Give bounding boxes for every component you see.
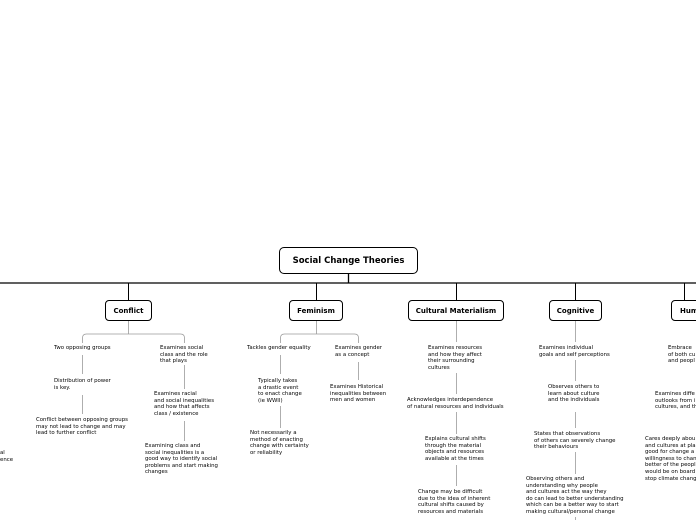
note-examines-social-class[interactable]: Examines social class and the role that … [160,345,208,365]
note-observations-change[interactable]: States that observations of others can s… [534,431,616,451]
note-historical-inequalities[interactable]: Examines Historical inequalities between… [330,384,387,404]
note-not-necessarily-reliable[interactable]: Not necessarily a method of enacting cha… [250,430,309,456]
note-humanistic-embrace[interactable]: Embrace of both cu and peopl [668,345,696,365]
topic-humanistic-partial[interactable]: Hum [671,300,696,321]
note-conflict-further-conflict[interactable]: Conflict between opposing groups may not… [36,417,128,437]
topic-cultural-materialism[interactable]: Cultural Materialism [408,300,504,321]
root-topic-social-change-theories[interactable]: Social Change Theories [279,247,418,274]
clipped-note-left[interactable]: al ence [0,450,14,463]
note-cultural-shifts[interactable]: Explains cultural shifts through the mat… [425,436,486,462]
topic-cognitive[interactable]: Cognitive [549,300,602,321]
note-observing-others-understanding[interactable]: Observing others and understanding why p… [526,476,624,515]
note-two-opposing-groups[interactable]: Two opposing groups [54,345,111,351]
note-examines-resources[interactable]: Examines resources and how they affect t… [428,345,483,371]
note-gender-as-concept[interactable]: Examines gender as a concept [335,345,383,358]
note-drastic-event[interactable]: Typically takes a drastic event to enact… [258,378,302,404]
note-change-difficult[interactable]: Change may be difficult due to the idea … [418,489,491,515]
note-observes-others[interactable]: Observes others to learn about culture a… [548,384,600,404]
note-interdependence[interactable]: Acknowledges interdependence of natural … [407,397,504,410]
note-tackles-gender-equality[interactable]: Tackles gender equality [247,345,311,351]
note-racial-social-inequalities[interactable]: Examines racial and social inequalities … [154,391,215,417]
note-humanistic-cares-deeply[interactable]: Cares deeply abou and cultures at pla go… [645,436,696,482]
note-examining-class-inequalities[interactable]: Examining class and social inequalities … [145,443,218,476]
note-humanistic-outlooks[interactable]: Examines diffe outlooks from i cultures,… [655,391,696,411]
note-distribution-of-power[interactable]: Distribution of power is key. [54,378,111,391]
topic-conflict[interactable]: Conflict [105,300,152,321]
topic-feminism[interactable]: Feminism [289,300,343,321]
note-individual-goals[interactable]: Examines individual goals and self perce… [539,345,610,358]
